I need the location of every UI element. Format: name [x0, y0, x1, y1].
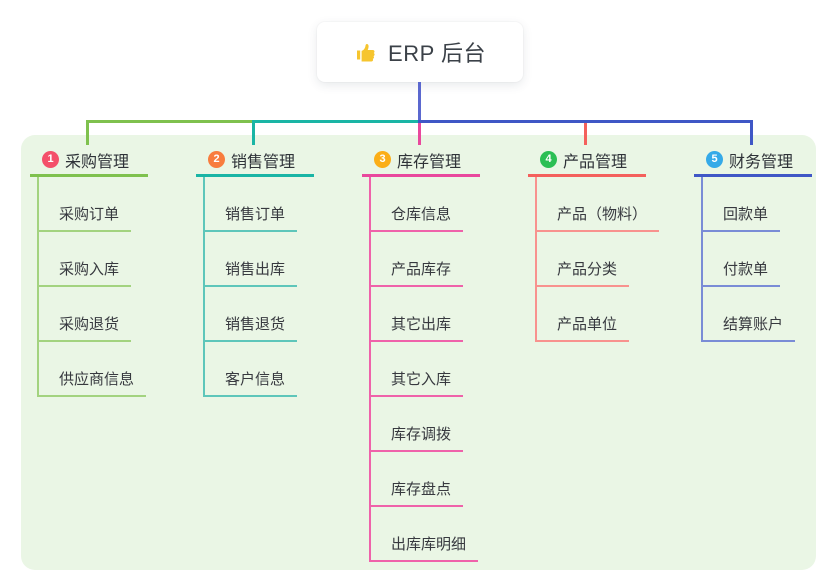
child-node[interactable]: 产品分类 — [537, 258, 630, 287]
child-node[interactable]: 销售订单 — [205, 203, 298, 232]
branch-node-3[interactable]: 3 库存管理 — [362, 145, 480, 177]
child-node[interactable]: 库存调拨 — [371, 423, 464, 452]
child-node[interactable]: 其它出库 — [371, 313, 464, 342]
branch-title: 产品管理 — [563, 153, 628, 171]
child-node[interactable]: 采购入库 — [39, 258, 132, 287]
rail-segment-3 — [418, 120, 753, 123]
branch-title: 库存管理 — [397, 153, 462, 171]
thumbs-up-icon — [354, 40, 378, 64]
child-node[interactable]: 库存盘点 — [371, 478, 464, 507]
branches-background-panel — [21, 135, 816, 570]
branch-children-1: 采购订单采购入库采购退货供应商信息 — [37, 177, 147, 397]
branch-children-5: 回款单付款单结算账户 — [701, 177, 796, 342]
branch-node-5[interactable]: 5 财务管理 — [694, 145, 812, 177]
branch-children-3: 仓库信息产品库存其它出库其它入库库存调拨库存盘点出库库明细 — [369, 177, 479, 562]
child-node[interactable]: 产品单位 — [537, 313, 630, 342]
root-node-label: ERP 后台 — [388, 41, 486, 66]
child-node[interactable]: 结算账户 — [703, 313, 796, 342]
branch-drop-line-2 — [252, 120, 255, 145]
branch-drop-line-4 — [584, 123, 587, 145]
branch-title: 销售管理 — [231, 153, 296, 171]
child-node[interactable]: 回款单 — [703, 203, 781, 232]
branch-title: 财务管理 — [729, 153, 794, 171]
child-node[interactable]: 采购退货 — [39, 313, 132, 342]
branch-number-badge: 2 — [208, 151, 225, 168]
child-node[interactable]: 客户信息 — [205, 368, 298, 397]
child-node[interactable]: 产品库存 — [371, 258, 464, 287]
child-node[interactable]: 其它入库 — [371, 368, 464, 397]
branch-children-4: 产品（物料） 产品分类产品单位 — [535, 177, 660, 342]
rail-segment-2 — [252, 120, 421, 123]
child-node[interactable]: 付款单 — [703, 258, 781, 287]
root-connector-line — [418, 82, 421, 120]
branch-title: 采购管理 — [65, 153, 130, 171]
branch-number-badge: 5 — [706, 151, 723, 168]
branch-drop-line-3 — [418, 123, 421, 145]
branch-node-2[interactable]: 2 销售管理 — [196, 145, 314, 177]
child-node[interactable]: 销售退货 — [205, 313, 298, 342]
branch-children-2: 销售订单销售出库销售退货客户信息 — [203, 177, 298, 397]
child-node[interactable]: 销售出库 — [205, 258, 298, 287]
branch-drop-line-1 — [86, 120, 89, 145]
child-node[interactable]: 采购订单 — [39, 203, 132, 232]
root-node-erp-backend[interactable]: ERP 后台 — [317, 22, 523, 82]
child-node[interactable]: 仓库信息 — [371, 203, 464, 232]
child-node[interactable]: 出库库明细 — [371, 533, 479, 562]
branch-node-1[interactable]: 1 采购管理 — [30, 145, 148, 177]
branch-node-4[interactable]: 4 产品管理 — [528, 145, 646, 177]
rail-segment-1 — [86, 120, 255, 123]
branch-drop-line-5 — [750, 120, 753, 145]
child-node[interactable]: 产品（物料） — [537, 203, 660, 232]
branch-number-badge: 4 — [540, 151, 557, 168]
branch-number-badge: 1 — [42, 151, 59, 168]
branch-number-badge: 3 — [374, 151, 391, 168]
child-node[interactable]: 供应商信息 — [39, 368, 147, 397]
